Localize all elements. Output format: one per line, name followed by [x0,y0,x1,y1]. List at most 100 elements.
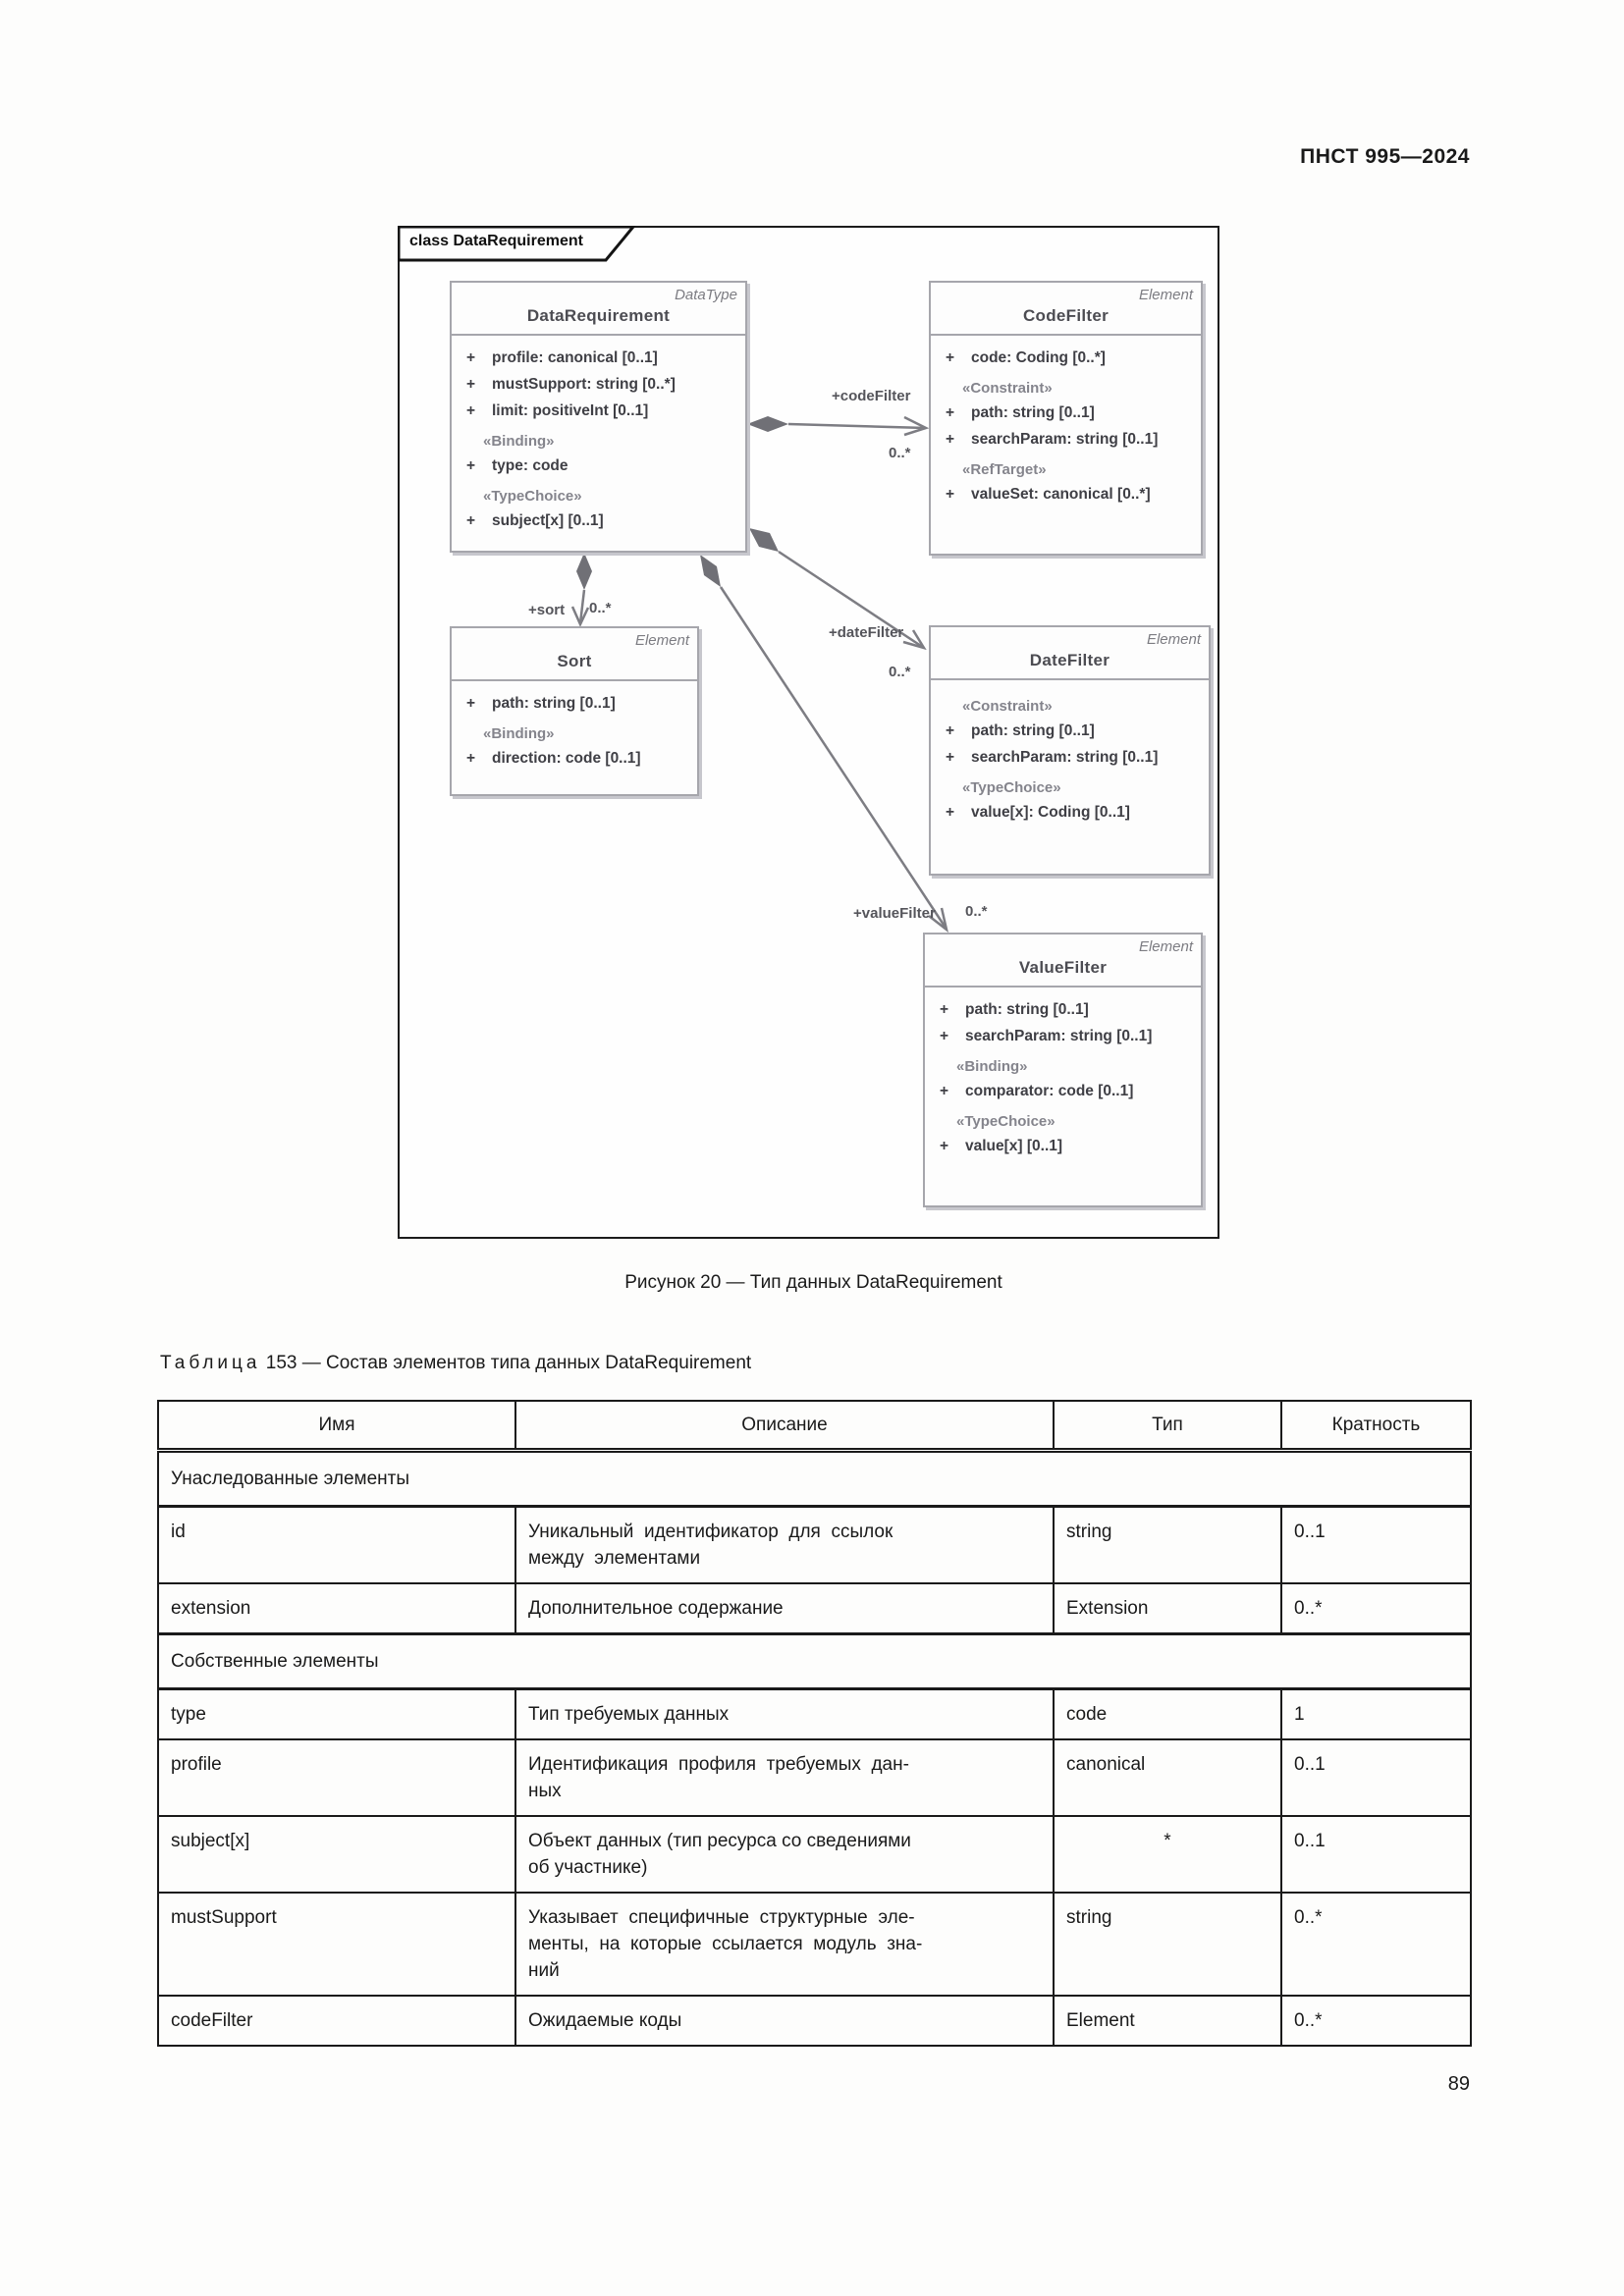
table-caption-word: Таблица [160,1353,261,1373]
class-name: DataRequirement [526,306,671,325]
edge-mult-datefilter: 0..* [889,664,911,680]
class-datefilter: Element DateFilter «Constraint» +path: s… [929,625,1211,876]
class-name: Sort [557,652,592,670]
class-datarequirement: DataType DataRequirement +profile: canon… [450,281,747,553]
attribute-row: +path: string [0..1] [946,721,1095,739]
uml-frame: class DataRequirement DataType DataRequi… [398,226,1219,1239]
stereotype-row: «Constraint» [962,698,1053,715]
stereotype-row: «Binding» [483,433,555,450]
attribute-row: +searchParam: string [0..1] [946,748,1159,766]
attribute-row: +comparator: code [0..1] [940,1082,1134,1099]
cell-type: Element [1053,1995,1282,2047]
section-label: Унаследованные элементы [157,1449,1472,1508]
cell-name: mustSupport [157,1892,516,1997]
cell-multiplicity: 0..* [1280,1582,1472,1635]
attribute-row: +code: Coding [0..*] [946,348,1106,366]
attribute-row: +searchParam: string [0..1] [940,1027,1153,1044]
stereotype-label: Element [1138,938,1193,955]
class-name: CodeFilter [1022,306,1110,325]
cell-type: code [1053,1687,1282,1740]
attribute-row: +valueSet: canonical [0..*] [946,485,1151,503]
cell-type: Extension [1053,1582,1282,1635]
cell-description: Идентификация профиля требуемых дан- ных [514,1738,1055,1817]
col-header-multiplicity: Кратность [1280,1400,1472,1453]
attribute-row: +path: string [0..1] [946,403,1095,421]
attribute-row: +direction: code [0..1] [466,749,641,767]
table-caption: Таблица 153 — Состав элементов типа данн… [160,1353,751,1374]
stereotype-row: «TypeChoice» [962,779,1061,796]
cell-multiplicity: 0..* [1280,1892,1472,1997]
cell-name: extension [157,1582,516,1635]
cell-multiplicity: 0..* [1280,1995,1472,2047]
class-name: ValueFilter [1018,958,1108,977]
figure-caption: Рисунок 20 — Тип данных DataRequirement [624,1272,1002,1293]
stereotype-label: Element [1138,287,1193,303]
stereotype-label: DataType [675,287,737,303]
document-header: ПНСТ 995—2024 [1300,145,1470,168]
stereotype-row: «TypeChoice» [956,1113,1056,1130]
cell-description: Тип требуемых данных [514,1687,1055,1740]
cell-description: Указывает специфичные структурные эле- м… [514,1892,1055,1997]
stereotype-label: Element [1146,631,1201,648]
stereotype-row: «TypeChoice» [483,488,582,505]
cell-type: * [1053,1815,1282,1894]
class-sort: Element Sort +path: string [0..1] «Bindi… [450,626,699,796]
edge-label-valuefilter: +valueFilter [853,905,936,922]
section-row: Унаследованные элементы [157,1449,1472,1508]
attribute-row: +type: code [466,456,568,474]
table-row: id Уникальный идентификатор для ссылок м… [157,1505,1472,1584]
attribute-row: +profile: canonical [0..1] [466,348,658,366]
cell-name: codeFilter [157,1995,516,2047]
cell-description: Ожидаемые коды [514,1995,1055,2047]
stereotype-row: «Binding» [483,725,555,742]
cell-name: profile [157,1738,516,1817]
cell-multiplicity: 0..1 [1280,1815,1472,1894]
cell-name: subject[x] [157,1815,516,1894]
cell-description: Объект данных (тип ресурса со сведениями… [514,1815,1055,1894]
class-valuefilter: Element ValueFilter +path: string [0..1]… [923,933,1203,1207]
stereotype-row: «RefTarget» [962,461,1047,478]
table-row: subject[x] Объект данных (тип ресурса со… [157,1815,1472,1894]
edge-label-sort: +sort [528,602,566,618]
attribute-row: +path: string [0..1] [466,694,616,712]
edge-mult-valuefilter: 0..* [965,903,988,920]
col-header-type: Тип [1053,1400,1282,1453]
edge-label-codefilter: +codeFilter [832,388,911,404]
cell-multiplicity: 0..1 [1280,1505,1472,1584]
cell-type: string [1053,1892,1282,1997]
cell-type: canonical [1053,1738,1282,1817]
table-row: profile Идентификация профиля требуемых … [157,1738,1472,1817]
col-header-description: Описание [514,1400,1055,1453]
attribute-row: +value[x]: Coding [0..1] [946,803,1130,821]
attribute-row: +value[x] [0..1] [940,1137,1063,1154]
attribute-row: +mustSupport: string [0..*] [466,375,676,393]
section-label: Собственные элементы [157,1632,1472,1690]
col-header-name: Имя [157,1400,516,1453]
class-name: DateFilter [1029,651,1110,669]
uml-connectors [570,415,948,934]
section-row: Собственные элементы [157,1632,1472,1690]
cell-description: Уникальный идентификатор для ссылок межд… [514,1505,1055,1584]
table-row: mustSupport Указывает специфичные структ… [157,1892,1472,1997]
cell-description: Дополнительное содержание [514,1582,1055,1635]
frame-tab-shape [398,226,636,262]
cell-multiplicity: 1 [1280,1687,1472,1740]
edge-mult-sort: 0..* [589,600,612,616]
edge-mult-codefilter: 0..* [889,445,911,461]
attribute-row: +limit: positiveInt [0..1] [466,401,649,419]
cell-multiplicity: 0..1 [1280,1738,1472,1817]
table-row: type Тип требуемых данных code 1 [157,1687,1472,1740]
class-codefilter: Element CodeFilter +code: Coding [0..*] … [929,281,1203,556]
cell-type: string [1053,1505,1282,1584]
stereotype-row: «Binding» [956,1058,1028,1075]
table-caption-text: — Состав элементов типа данных DataRequi… [301,1353,752,1373]
table-header-row: Имя Описание Тип Кратность [157,1400,1472,1453]
table-row: codeFilter Ожидаемые коды Element 0..* [157,1995,1472,2047]
elements-table: Имя Описание Тип Кратность Унаследованны… [157,1400,1472,2047]
cell-name: type [157,1687,516,1740]
attribute-row: +subject[x] [0..1] [466,511,604,529]
stereotype-label: Element [634,632,689,649]
attribute-row: +path: string [0..1] [940,1000,1089,1018]
stereotype-row: «Constraint» [962,380,1053,397]
